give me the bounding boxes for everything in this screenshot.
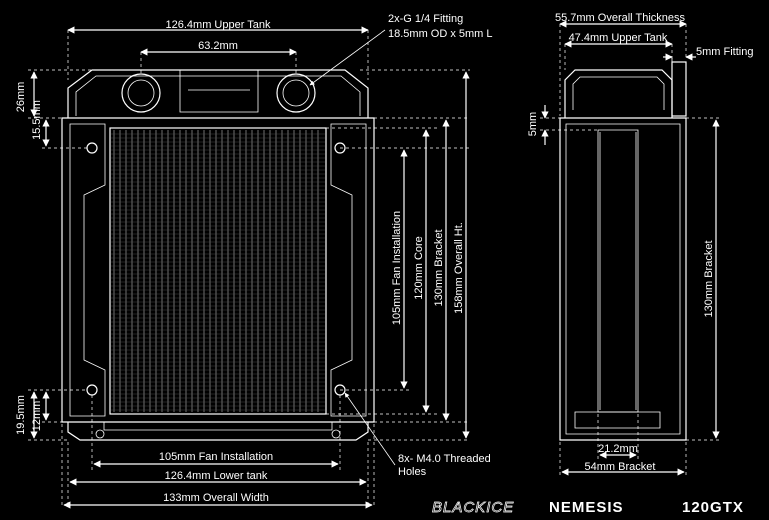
core-fins (111, 130, 325, 412)
lower-offset-outer-label: 19.5mm (15, 395, 27, 435)
brand-model: 120GTX (682, 499, 744, 516)
side-fitting (671, 61, 687, 117)
side-bracket-width-label: 54mm Bracket (585, 461, 656, 473)
side-bracket-height-label: 130mm Bracket (703, 240, 715, 317)
side-bracket (559, 117, 687, 441)
holes-callout-line1: 8x- M4.0 Threaded (398, 453, 491, 465)
upper-offset-label: 15.5mm (31, 100, 43, 140)
tank-height-label: 26mm (15, 82, 27, 113)
mount-hole (86, 384, 98, 396)
radiator-core (109, 127, 327, 415)
fitting-callout-line2: 18.5mm OD x 5mm L (388, 28, 493, 40)
holes-callout-line2: Holes (398, 466, 427, 478)
fan-installation-v-label: 105mm Fan Installation (391, 211, 403, 325)
upper-tank-outline (67, 69, 369, 118)
side-view: 55.7mm Overall Thickness 47.4mm Upper Ta… (527, 12, 753, 476)
brand-name: NEMESIS (549, 499, 624, 516)
lower-offset-inner-label: 12mm (31, 401, 43, 432)
overall-width-label: 133mm Overall Width (163, 492, 269, 504)
upper-tank-width-label: 126.4mm Upper Tank (166, 19, 271, 31)
front-view: 126.4mm Upper Tank 63.2mm 26mm 15.5mm 19… (15, 13, 493, 509)
fitting-callout-line1: 2x-G 1/4 Fitting (388, 13, 463, 25)
brand-logo: BLACKICE NEMESIS 120GTX (432, 499, 744, 517)
bracket-label: 130mm Bracket (433, 229, 445, 306)
lower-tank-outline (67, 422, 369, 441)
fitting-left (121, 73, 161, 113)
lower-tank-width-label: 126.4mm Lower tank (165, 470, 268, 482)
brand-prefix: BLACKICE (432, 499, 514, 516)
overall-height-label: 158mm Overall Ht. (453, 222, 465, 314)
core-label: 120mm Core (413, 236, 425, 300)
mount-hole (86, 142, 98, 154)
fitting-spacing-label: 63.2mm (198, 40, 238, 52)
side-bottom-inner-label: 21.2mm (598, 443, 638, 455)
overall-thickness-label: 55.7mm Overall Thickness (555, 12, 686, 24)
fitting-right (276, 73, 316, 113)
side-fitting-label: 5mm Fitting (696, 46, 753, 58)
mount-hole (334, 142, 346, 154)
side-upper-tank-label: 47.4mm Upper Tank (569, 32, 668, 44)
fan-installation-h-label: 105mm Fan Installation (159, 451, 273, 463)
side-offset-label: 5mm (527, 112, 539, 136)
